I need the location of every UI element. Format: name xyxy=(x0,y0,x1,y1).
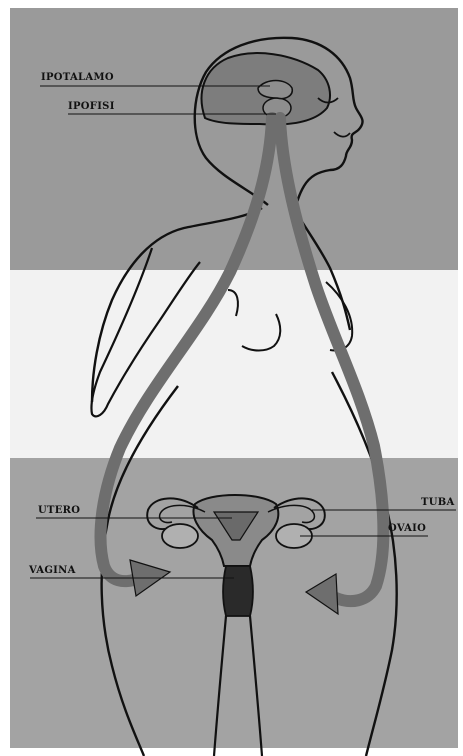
inner-left-leg xyxy=(214,616,226,756)
label-uterus: UTERO xyxy=(38,505,80,516)
label-pituitary: IPOFISI xyxy=(68,101,115,112)
label-hypothalamus: IPOTALAMO xyxy=(41,72,114,83)
label-ovary: OVAIO xyxy=(388,523,426,534)
smile xyxy=(334,132,350,137)
inner-right-leg xyxy=(250,616,262,756)
bust-lower xyxy=(242,314,280,351)
label-vagina: VAGINA xyxy=(29,565,76,576)
bust-curve xyxy=(228,290,238,316)
label-tube: TUBA xyxy=(421,497,455,508)
left-ovary xyxy=(162,524,198,548)
right-arrow-head xyxy=(306,574,338,614)
left-shoulder xyxy=(92,208,262,402)
hypothalamus-shape xyxy=(258,81,292,99)
vagina-shape xyxy=(223,566,253,616)
